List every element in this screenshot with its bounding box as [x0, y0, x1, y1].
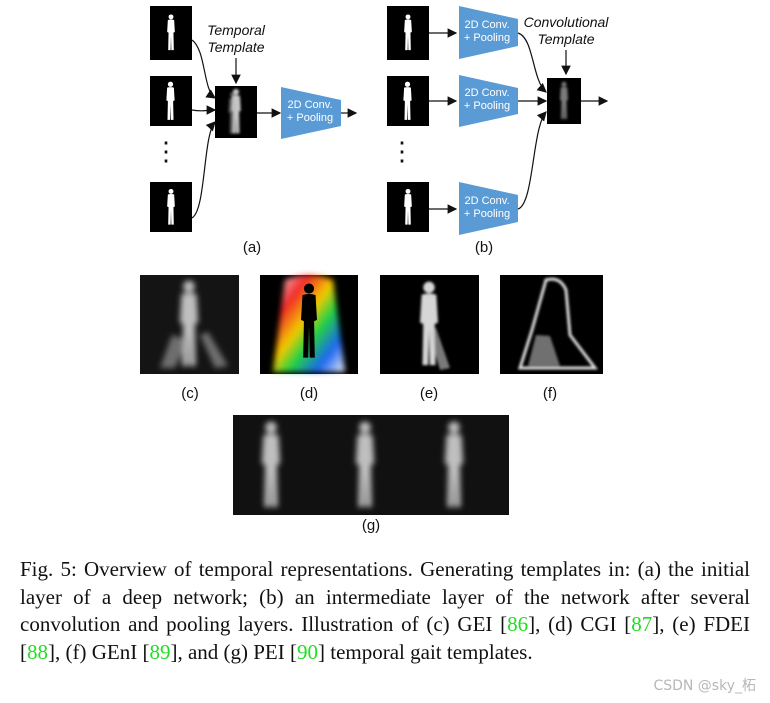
citation-89[interactable]: 89 [149, 639, 171, 664]
panel-label-d: (d) [300, 385, 318, 402]
citation-87[interactable]: 87 [631, 612, 653, 636]
svg-text:2D Conv.+ Pooling: 2D Conv.+ Pooling [464, 195, 510, 220]
ellipsis-a: ⋮ [153, 136, 179, 166]
citation-86[interactable]: 86 [507, 612, 529, 636]
figure-caption: Fig. 5: Overview of temporal representat… [20, 557, 750, 664]
panel-label-f: (f) [543, 385, 557, 402]
panel-label-g: (g) [362, 517, 380, 534]
panel-c-gei: (c) [140, 275, 239, 402]
csdn-watermark: CSDN @sky_柘 [653, 678, 756, 694]
conv-block-b3 [459, 182, 518, 235]
conv-block-a [281, 87, 341, 139]
citation-88[interactable]: 88 [27, 639, 48, 664]
citation-90[interactable]: 90 [297, 639, 318, 664]
panel-label-e: (e) [420, 385, 438, 402]
panel-label-a: (a) [243, 239, 261, 256]
panel-label-c: (c) [181, 385, 199, 402]
panel-b: ⋮ 2D Conv.+ Pooling 2D Conv.+ Pooling 2D… [387, 6, 609, 256]
conv-block-a-label: 2D Conv.+ Pooling [287, 99, 333, 124]
panel-f-geni: (f) [500, 275, 603, 402]
ellipsis-b: ⋮ [389, 136, 415, 166]
conv-block-b1 [459, 6, 518, 59]
panel-d-cgi: (d) [260, 275, 358, 402]
conv-block-b2 [459, 75, 518, 127]
svg-text:2D Conv.+ Pooling: 2D Conv.+ Pooling [464, 19, 510, 44]
panel-g-pei: (g) [233, 415, 509, 534]
panel-e-fdei: (e) [380, 275, 479, 402]
svg-text:2D Conv.+ Pooling: 2D Conv.+ Pooling [464, 87, 510, 112]
panel-label-b: (b) [475, 239, 493, 256]
